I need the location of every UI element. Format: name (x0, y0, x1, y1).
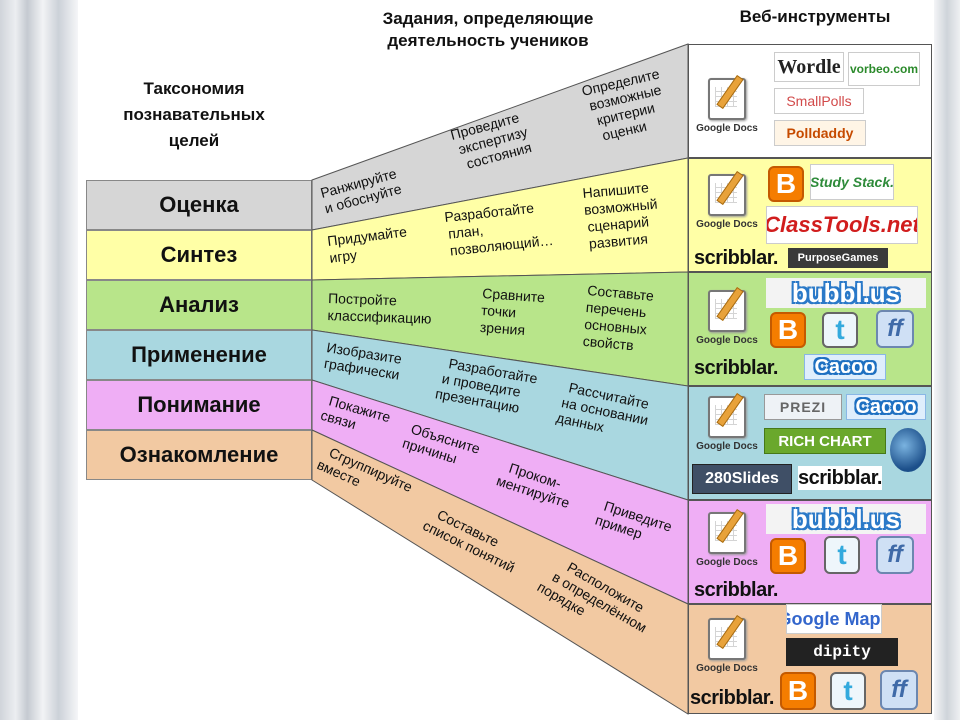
slide-frame-left (0, 0, 78, 720)
twitter-icon[interactable]: t (830, 672, 866, 710)
google-docs-logo[interactable]: Google Docs (694, 610, 760, 682)
task-compare: Сравнитеточкизрения (479, 285, 545, 339)
bubblus-logo[interactable]: bubbl.us (766, 278, 926, 308)
level-evaluation: Оценка (86, 180, 312, 230)
cacoo-logo[interactable]: Cacoo (804, 354, 886, 380)
level-analysis: Анализ (86, 280, 312, 330)
friendfeed-icon[interactable]: ff (876, 310, 914, 348)
blogger-icon[interactable]: B (780, 672, 816, 710)
google-earth-icon[interactable] (890, 428, 926, 472)
cacoo-logo[interactable]: Cacoo (846, 394, 926, 420)
smallpolls-logo[interactable]: SmallPolls (774, 88, 864, 114)
twitter-icon[interactable]: t (824, 536, 860, 574)
level-synthesis: Синтез (86, 230, 312, 280)
richchart-logo[interactable]: RICH CHART (764, 428, 886, 454)
tasks-header-line: Задания, определяющие (382, 9, 594, 28)
taxonomy-header-line: Таксономия (143, 79, 245, 98)
task-scenario: Напишитевозможныйсценарийразвития (582, 179, 661, 252)
band-knowledge (311, 429, 689, 715)
280slides-logo[interactable]: 280Slides (692, 464, 792, 494)
friendfeed-icon[interactable]: ff (876, 536, 914, 574)
google-docs-logo[interactable]: Google Docs (694, 282, 760, 354)
blogger-icon[interactable]: B (770, 538, 806, 574)
google-docs-logo[interactable]: Google Docs (694, 388, 760, 460)
tools-header: Веб-инструменты (739, 7, 891, 26)
dipity-logo[interactable]: dipity (786, 638, 898, 666)
google-docs-caption: Google Docs (696, 123, 758, 134)
blogger-icon[interactable]: B (770, 312, 806, 348)
studystack-logo[interactable]: Study Stack. (810, 164, 894, 200)
task-properties: Составьтепереченьосновныхсвойств (582, 282, 654, 355)
google-docs-caption: Google Docs (696, 219, 758, 230)
taxonomy-header-line: познавательных (123, 105, 265, 124)
level-knowledge: Ознакомление (86, 430, 312, 480)
scribblar-logo[interactable]: scribblar. (798, 466, 882, 490)
google-docs-caption: Google Docs (696, 335, 758, 346)
twitter-icon[interactable]: t (822, 312, 858, 348)
blogger-icon[interactable]: B (768, 166, 804, 202)
prezi-logo[interactable]: PREZI (764, 394, 842, 420)
google-docs-logo[interactable]: Google Docs (694, 70, 760, 142)
task-calculate: Рассчитайтена основанииданных (555, 378, 653, 444)
tasks-header: Задания, определяющие деятельность учени… (338, 8, 638, 52)
google-docs-caption: Google Docs (696, 663, 758, 674)
vorbeo-logo[interactable]: vorbeo.com (848, 52, 920, 86)
tasks-header-line: деятельность учеников (387, 31, 589, 50)
google-docs-logo[interactable]: Google Docs (694, 166, 760, 238)
wordle-logo[interactable]: Wordle (774, 52, 844, 82)
google-docs-logo[interactable]: Google Docs (694, 504, 760, 576)
taxonomy-header-line: целей (168, 131, 220, 150)
google-docs-icon (708, 512, 746, 554)
scribblar-logo[interactable]: scribblar. (694, 356, 778, 379)
level-comprehension: Понимание (86, 380, 312, 430)
classtools-logo[interactable]: ClassTools.net (766, 206, 918, 244)
purposegames-logo[interactable]: PurposeGames (788, 248, 888, 268)
google-docs-icon (708, 396, 746, 438)
taxonomy-header: Таксономия познавательных целей (96, 76, 292, 154)
scribblar-logo[interactable]: scribblar. (690, 686, 774, 709)
scribblar-logo[interactable]: scribblar. (694, 246, 778, 269)
google-maps-logo[interactable]: Google Maps (786, 604, 882, 634)
task-classification: Постройтеклассификацию (327, 290, 432, 327)
google-docs-caption: Google Docs (696, 441, 758, 452)
friendfeed-icon[interactable]: ff (880, 670, 918, 710)
google-docs-icon (708, 78, 746, 120)
google-docs-icon (708, 174, 746, 216)
bubblus-logo[interactable]: bubbl.us (766, 504, 926, 534)
scribblar-logo[interactable]: scribblar. (694, 578, 778, 601)
google-docs-icon (708, 618, 746, 660)
polldaddy-logo[interactable]: Polldaddy (774, 120, 866, 146)
google-docs-caption: Google Docs (696, 557, 758, 568)
google-docs-icon (708, 290, 746, 332)
level-application: Применение (86, 330, 312, 380)
slide-frame-right (934, 0, 960, 720)
